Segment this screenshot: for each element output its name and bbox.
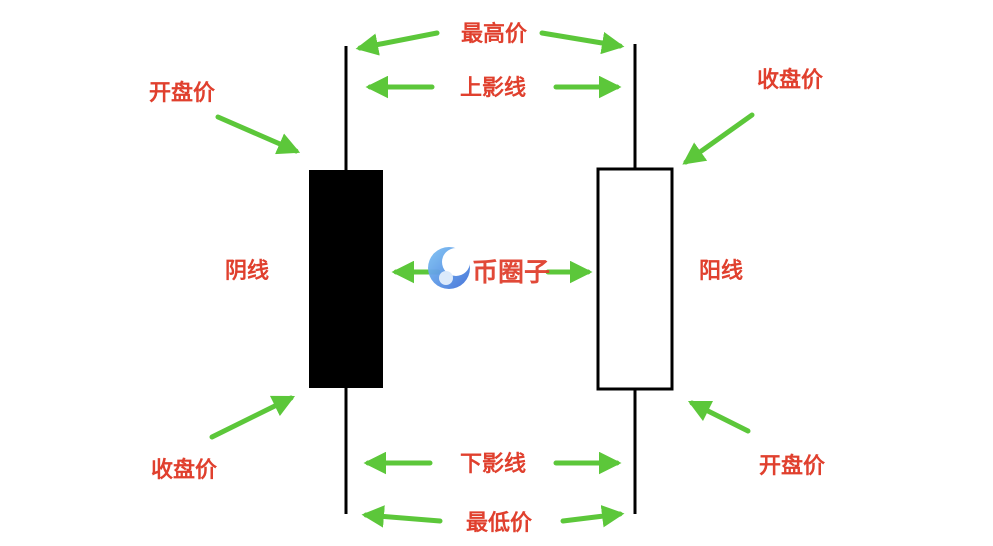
bearish-candlestick bbox=[309, 46, 383, 514]
highest-price-arrow-right bbox=[539, 30, 625, 55]
label-lowest-price: 最低价 bbox=[466, 511, 533, 536]
label-highest-price: 最高价 bbox=[461, 21, 528, 47]
label-right-close: 收盘价 bbox=[757, 67, 824, 93]
watermark: 币圈子 bbox=[428, 247, 550, 289]
label-right-open: 开盘价 bbox=[759, 453, 826, 479]
label-lower-shadow: 下影线 bbox=[460, 451, 526, 477]
bicoin-logo-icon bbox=[428, 247, 470, 289]
watermark-text: 币圈子 bbox=[472, 258, 550, 288]
lowest-price-arrow-left bbox=[361, 505, 443, 528]
bullish-candlestick bbox=[596, 44, 674, 514]
bearish-body bbox=[309, 170, 383, 388]
label-left-open: 开盘价 bbox=[149, 80, 216, 106]
lowest-price-arrow-right bbox=[560, 505, 625, 528]
label-bullish: 阳线 bbox=[699, 258, 743, 284]
right-close-arrow bbox=[682, 112, 755, 165]
label-left-close: 收盘价 bbox=[151, 457, 218, 483]
highest-price-arrow-left bbox=[355, 30, 440, 56]
bullish-body bbox=[596, 167, 674, 391]
left-open-arrow bbox=[215, 114, 301, 155]
right-open-arrow bbox=[687, 400, 751, 434]
label-upper-shadow: 上影线 bbox=[460, 75, 526, 101]
left-close-arrow bbox=[209, 395, 296, 440]
label-bearish: 阴线 bbox=[225, 258, 269, 284]
